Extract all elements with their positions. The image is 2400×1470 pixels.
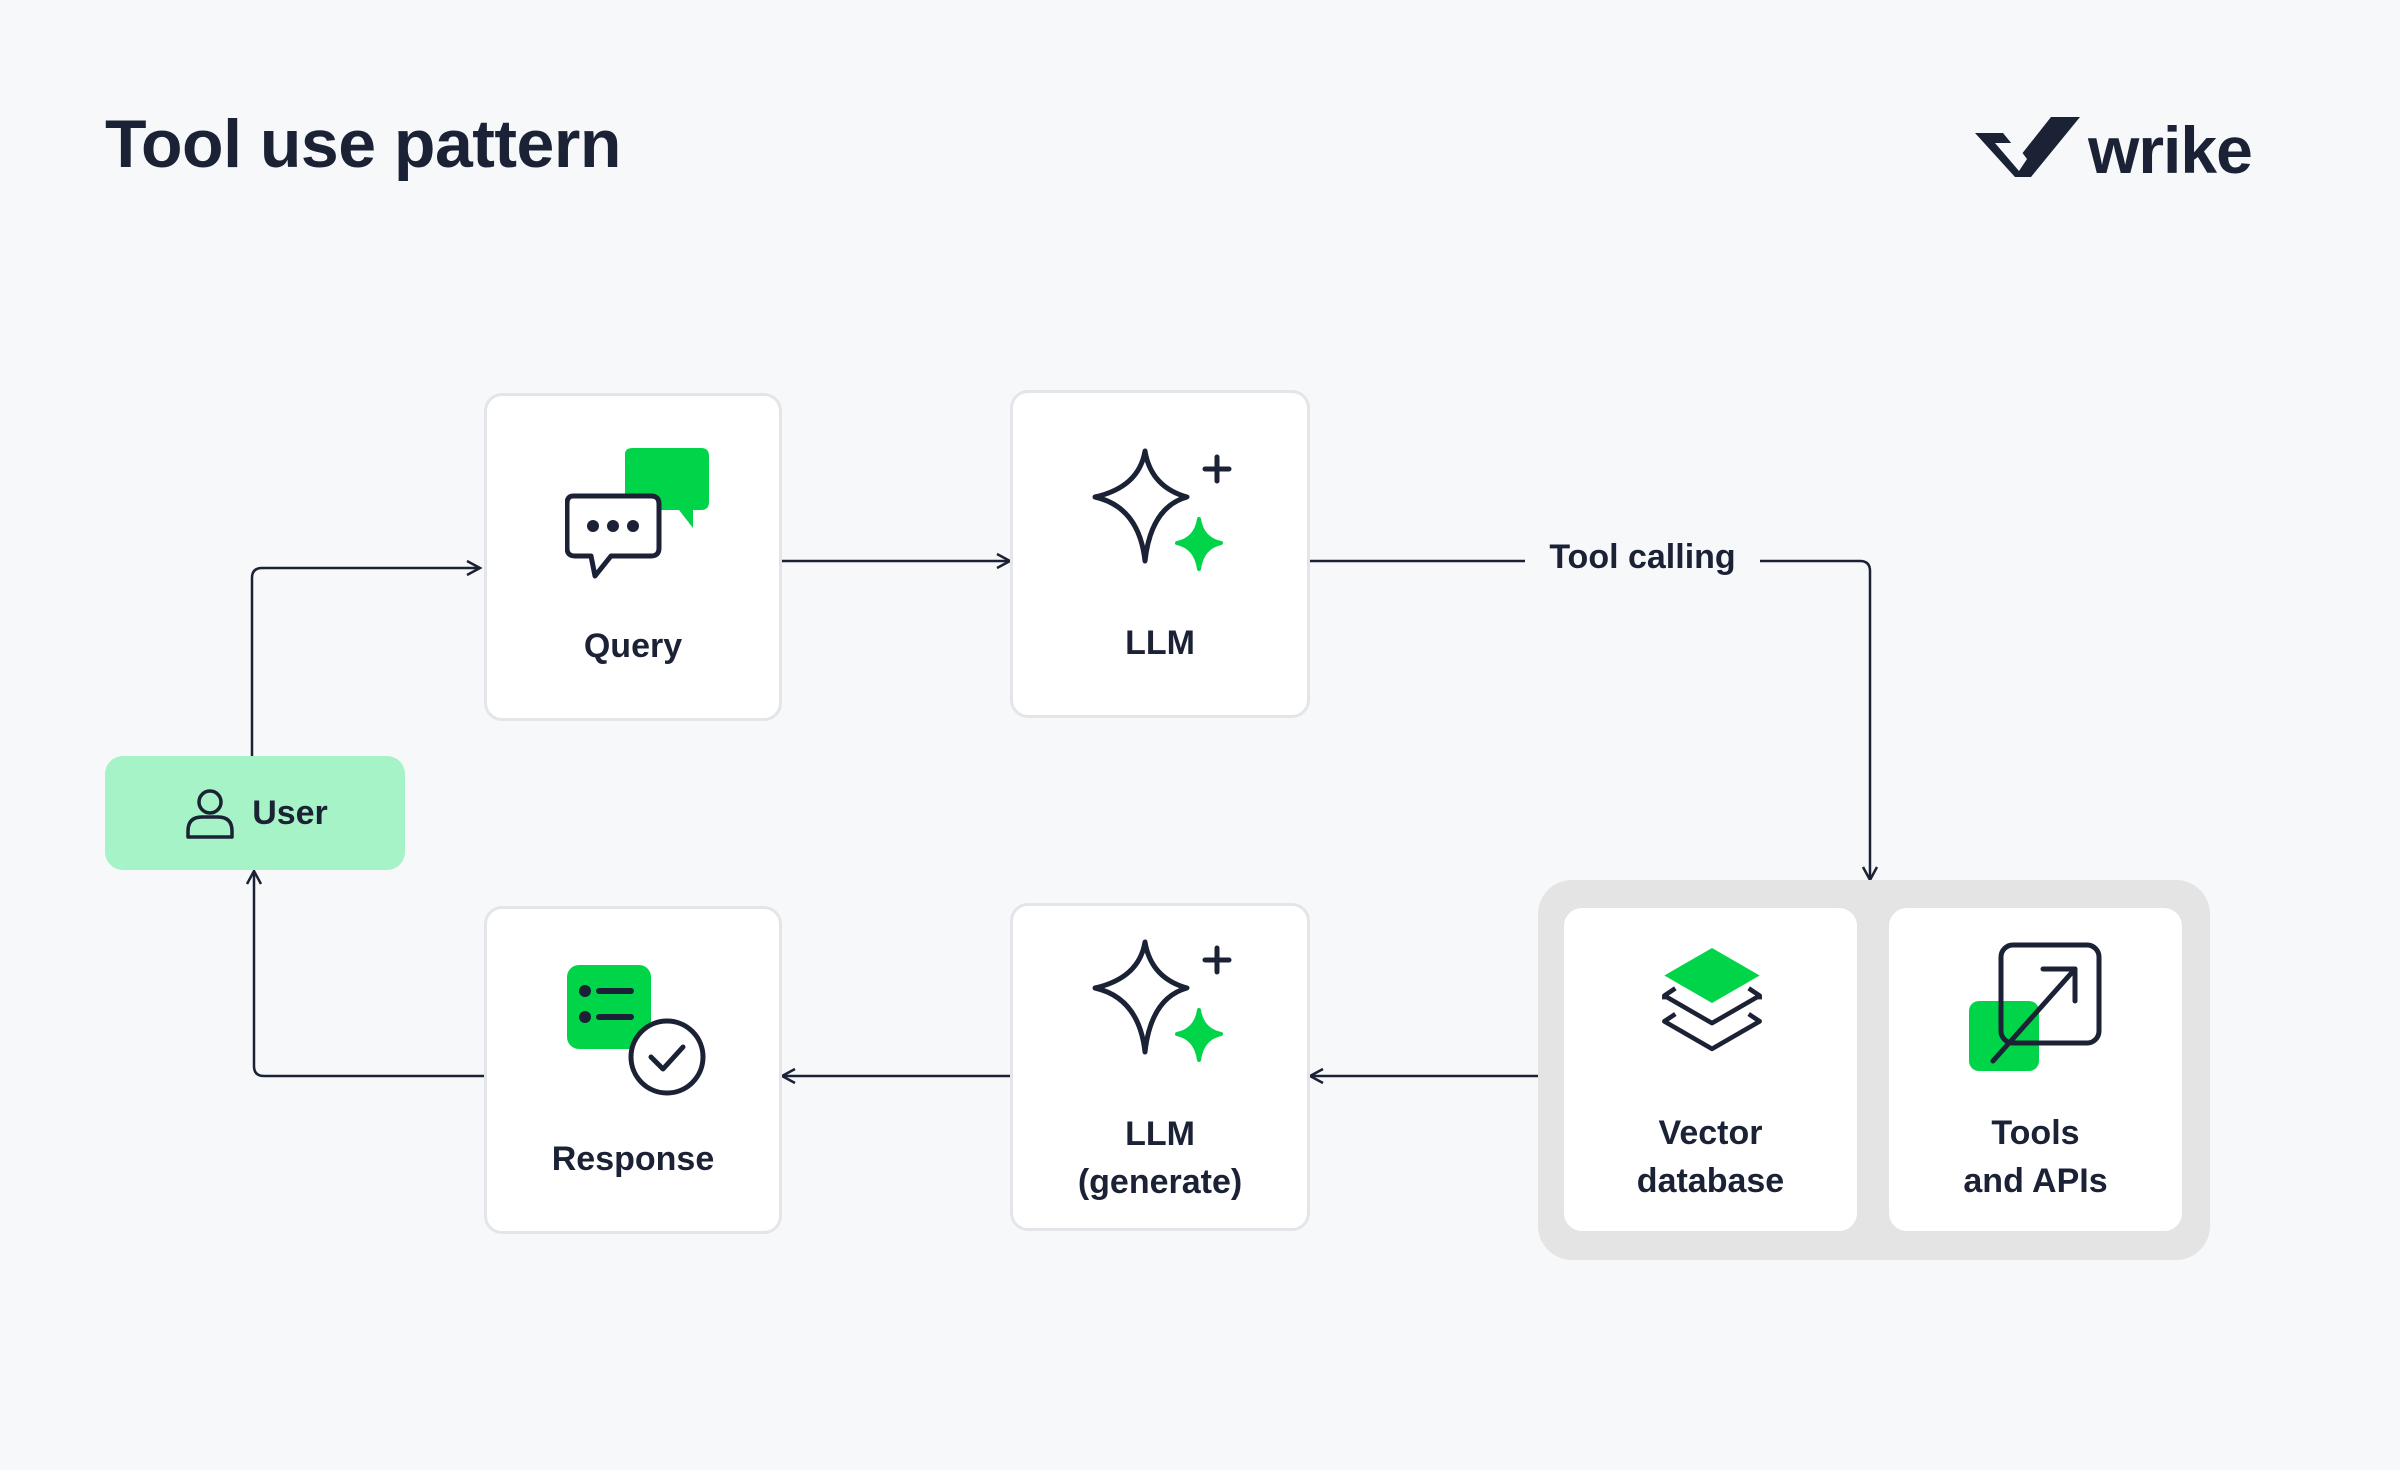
tools-group: Vector database Tools and APIs xyxy=(1538,880,2210,1260)
vector-database-label-line2: database xyxy=(1636,1162,1785,1200)
user-icon xyxy=(186,789,234,839)
brand-wordmark: wrike xyxy=(2088,113,2253,187)
response-node: Response xyxy=(484,906,782,1234)
edge-llm-tools-b xyxy=(1760,559,1879,883)
llm-label: LLM xyxy=(1125,624,1195,662)
tools-and-apis-label-line2: and APIs xyxy=(1963,1162,2108,1200)
llm-node: LLM xyxy=(1010,390,1310,718)
query-label: Query xyxy=(583,627,683,665)
chat-bubbles-icon xyxy=(565,448,709,579)
sparkle-icon xyxy=(1092,939,1232,1062)
vector-database-label-line1: Vector xyxy=(1658,1114,1763,1152)
wrike-check-icon xyxy=(1975,117,2080,177)
sparkle-icon xyxy=(1092,448,1232,571)
tools-and-apis-label-line1: Tools xyxy=(1991,1114,2080,1152)
checklist-icon xyxy=(567,965,706,1096)
user-label: User xyxy=(252,793,328,832)
external-link-icon xyxy=(1969,942,2102,1071)
response-label: Response xyxy=(551,1140,715,1178)
llm-generate-label-line2: (generate) xyxy=(1077,1163,1243,1201)
query-node: Query xyxy=(484,393,782,721)
layers-icon xyxy=(1662,948,1762,1052)
vector-database-node: Vector database xyxy=(1564,908,1857,1231)
tool-calling-label: Tool calling xyxy=(1525,538,1760,586)
user-node: User xyxy=(105,756,405,870)
page-title: Tool use pattern xyxy=(105,106,621,182)
llm-generate-label-line1: LLM xyxy=(1125,1115,1195,1153)
edge-user-query xyxy=(250,559,483,756)
edge-response-user xyxy=(245,868,484,1078)
tools-and-apis-node: Tools and APIs xyxy=(1889,908,2182,1231)
llm-generate-node: LLM (generate) xyxy=(1010,903,1310,1231)
brand-logo: wrike xyxy=(1975,110,2285,190)
